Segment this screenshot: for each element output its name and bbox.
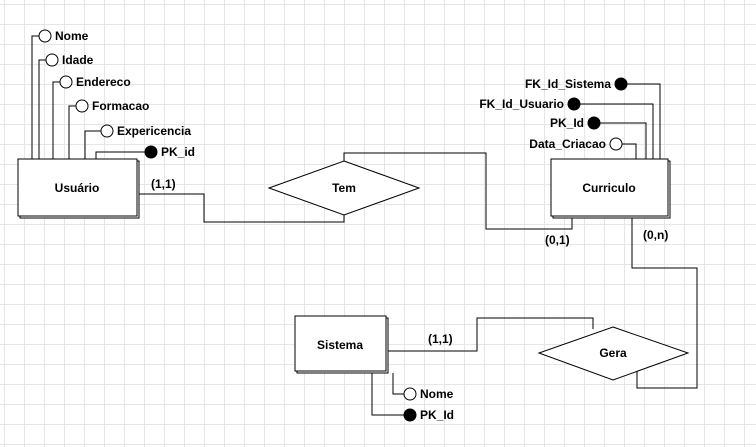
attr-line-usuario-expericencia — [84, 130, 101, 160]
key-attribute-marker — [614, 77, 628, 91]
attribute-marker — [38, 29, 52, 43]
attr-line-curriculo-fk-usuario — [580, 103, 654, 160]
attribute-curriculo-pk-id[interactable]: PK_Id — [550, 116, 601, 130]
attributes-usuario: NomeIdadeEnderecoFormacaoExpericenciaPK_… — [38, 29, 195, 159]
attribute-usuario-idade[interactable]: Idade — [45, 53, 94, 67]
attribute-usuario-expericencia[interactable]: Expericencia — [100, 124, 191, 138]
key-attribute-marker — [567, 97, 581, 111]
attribute-sistema-pk-id[interactable]: PK_Id — [403, 408, 454, 422]
cardinality-tem-curriculo: (0,1) — [545, 233, 570, 247]
attribute-label: PK_Id — [550, 116, 584, 130]
attribute-label: Formacao — [92, 99, 149, 113]
relationship-gera[interactable]: Gera — [537, 326, 690, 381]
cardinality-curriculo-gera: (0,n) — [643, 228, 668, 242]
attribute-label: PK_id — [161, 145, 195, 159]
link-curriculo-gera — [631, 218, 698, 389]
attribute-label: FK_Id_Sistema — [525, 77, 611, 91]
attr-line-usuario-nome — [31, 35, 39, 160]
attr-line-curriculo-pk — [600, 122, 647, 160]
usuario-attribute-lines — [31, 35, 145, 160]
link-usuario-tem — [139, 193, 345, 223]
attribute-label: Endereco — [76, 75, 131, 89]
attribute-label: FK_Id_Usuario — [479, 97, 564, 111]
attribute-label: Nome — [420, 387, 454, 401]
attribute-usuario-formacao[interactable]: Formacao — [75, 99, 149, 113]
relationship-tem[interactable]: Tem — [267, 160, 421, 216]
attr-line-curriculo-fk-sistema — [627, 83, 661, 160]
sistema-attribute-lines — [371, 373, 404, 416]
attribute-curriculo-fk-id-sistema[interactable]: FK_Id_Sistema — [525, 77, 628, 91]
attribute-label: Nome — [55, 29, 89, 43]
attr-line-usuario-pk — [95, 151, 145, 160]
attr-line-usuario-endereco — [52, 81, 60, 160]
link-sistema-gera — [388, 317, 594, 352]
link-tem-curriculo — [343, 152, 573, 230]
attribute-label: Data_Criacao — [529, 137, 606, 151]
attribute-marker — [75, 99, 89, 113]
entity-curriculo[interactable]: Curriculo — [550, 158, 671, 219]
key-attribute-marker — [403, 408, 417, 422]
attribute-label: PK_Id — [420, 408, 454, 422]
cardinality-sistema-gera: (1,1) — [428, 332, 453, 346]
attribute-usuario-nome[interactable]: Nome — [38, 29, 89, 43]
attribute-curriculo-data-criacao[interactable]: Data_Criacao — [529, 137, 623, 151]
relationship-label-tem: Tem — [332, 181, 356, 195]
entity-sistema[interactable]: Sistema — [294, 315, 389, 374]
key-attribute-marker — [144, 145, 158, 159]
attribute-usuario-endereco[interactable]: Endereco — [59, 75, 131, 89]
attribute-marker — [59, 75, 73, 89]
entity-label-usuario: Usuário — [55, 181, 100, 195]
attribute-usuario-pk-id[interactable]: PK_id — [144, 145, 195, 159]
entity-label-curriculo: Curriculo — [582, 181, 635, 195]
attributes-curriculo: FK_Id_SistemaFK_Id_UsuarioPK_IdData_Cria… — [479, 77, 628, 151]
attribute-label: Idade — [62, 53, 94, 67]
attribute-label: Expericencia — [117, 124, 191, 138]
attribute-marker — [609, 137, 623, 151]
key-attribute-marker — [587, 116, 601, 130]
entity-usuario[interactable]: Usuário — [17, 158, 140, 219]
cardinality-usuario-tem: (1,1) — [151, 177, 176, 191]
attr-line-sistema-nome — [392, 373, 404, 395]
attr-line-usuario-idade — [38, 59, 46, 160]
attr-line-curriculo-data — [622, 143, 637, 160]
entity-label-sistema: Sistema — [317, 338, 363, 352]
curriculo-attribute-lines — [580, 83, 661, 160]
attr-line-sistema-pk — [371, 373, 404, 416]
attribute-curriculo-fk-id-usuario[interactable]: FK_Id_Usuario — [479, 97, 581, 111]
attribute-marker — [403, 387, 417, 401]
attribute-marker — [45, 53, 59, 67]
attr-line-usuario-formacao — [68, 105, 76, 160]
relationship-label-gera: Gera — [599, 346, 627, 360]
attribute-sistema-nome[interactable]: Nome — [403, 387, 454, 401]
attribute-marker — [100, 124, 114, 138]
